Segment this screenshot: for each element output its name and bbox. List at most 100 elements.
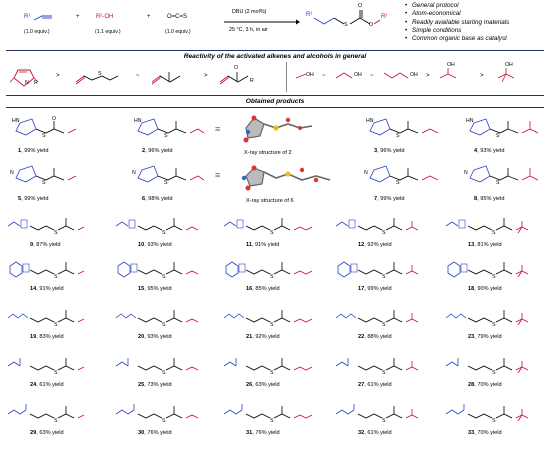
product-number: 11 <box>246 242 252 248</box>
atom-o: O <box>52 116 57 122</box>
phenylsulfone-thioester-structure <box>117 261 199 278</box>
product-label: 24, 61% yield <box>30 382 64 388</box>
product-label: 8, 95% yield <box>474 196 505 202</box>
xray-structure-2 <box>243 115 313 143</box>
atom-s: S <box>54 322 58 328</box>
methoxyester-thioester-structure <box>223 404 313 419</box>
product-yield: , 98% yield <box>145 196 173 202</box>
plus-1: + <box>76 14 80 20</box>
xray-caption: X-ray structure of 6 <box>246 198 294 204</box>
product-label: 33, 70% yield <box>468 430 502 436</box>
product-yield: , 99% yield <box>21 196 49 202</box>
product-number: 3 <box>374 148 378 154</box>
atom-n: N <box>464 170 468 176</box>
sulfone-s: S <box>98 71 102 77</box>
product-number: 9 <box>30 242 34 248</box>
feature-item: General protocol <box>405 2 509 11</box>
product-number: 25 <box>138 382 145 388</box>
product-label: 21, 92% yield <box>246 334 280 340</box>
ester-thioester-structure <box>445 358 529 374</box>
feature-item: Atom-economical <box>405 10 509 19</box>
product-yield: , 79% yield <box>474 334 502 340</box>
product-number: 31 <box>246 430 253 436</box>
product-number: 4 <box>474 148 478 154</box>
ethylsulfone-thioester-structure <box>7 218 85 231</box>
atom-s: S <box>492 322 496 328</box>
n-methylsuccinimide-ring <box>469 165 539 183</box>
product-yield: , 76% yield <box>252 430 280 436</box>
product-number: 18 <box>468 286 475 292</box>
product-yield: , 90% yield <box>474 286 502 292</box>
product-label: 1, 99% yield <box>18 148 49 154</box>
product-yield: , 96% yield <box>145 148 173 154</box>
product-yield: , 70% yield <box>474 430 502 436</box>
oh-label: OH <box>410 72 418 78</box>
product-label: 25, 73% yield <box>138 382 172 388</box>
atom-s: S <box>270 230 274 236</box>
product-yield: , 99% yield <box>377 196 405 202</box>
product-number: 13 <box>468 242 475 248</box>
methoxyester-thioester-structure <box>115 404 199 419</box>
product-number: 29 <box>30 430 37 436</box>
product-label: 13, 81% yield <box>468 242 502 248</box>
product-o-carbonyl: O <box>358 3 363 9</box>
atom-s: S <box>162 274 166 280</box>
equivalence-sign: ≡ <box>215 124 221 134</box>
atom-s: S <box>496 180 500 186</box>
product-label: 3, 96% yield <box>374 148 405 154</box>
product-label: 18, 90% yield <box>468 286 502 292</box>
succinimide-ring <box>137 118 205 136</box>
product-yield: , 93% yield <box>144 242 172 248</box>
propanol-structure <box>383 72 409 79</box>
ethanol-structure <box>335 72 353 79</box>
atom-s: S <box>162 418 166 424</box>
ester-thioester-structure <box>335 358 419 371</box>
atom-s: S <box>162 322 166 328</box>
product-o-ester: O <box>369 22 374 28</box>
product-yield: , 88% yield <box>364 334 392 340</box>
product-number: 21 <box>246 334 253 340</box>
feature-list: General protocol Atom-economical Readily… <box>405 2 509 44</box>
product-number: 26 <box>246 382 253 388</box>
product-yield: , 93% yield <box>477 148 505 154</box>
atom-n: N <box>132 170 136 176</box>
atom-s: S <box>492 418 496 424</box>
n-methylsuccinimide-ring <box>15 165 77 183</box>
product-label: 31, 76% yield <box>246 430 280 436</box>
product-yield: , 95% yield <box>477 196 505 202</box>
alkylchain-thioester-structure <box>223 310 313 323</box>
product-label: 32, 61% yield <box>358 430 392 436</box>
atom-n: N <box>364 170 368 176</box>
isopropanol-structure <box>439 68 457 79</box>
product-yield: , 81% yield <box>474 242 502 248</box>
product-label: 6, 98% yield <box>142 196 173 202</box>
atom-s: S <box>382 322 386 328</box>
alkylchain-thioester-structure <box>7 310 85 323</box>
conditions-label: 25 °C, 3 h, in air <box>229 27 268 33</box>
product-number: 5 <box>18 196 22 202</box>
atom-s: S <box>54 230 58 236</box>
product-label: 5, 99% yield <box>18 196 49 202</box>
product-label: 9, 87% yield <box>30 242 61 248</box>
alcohol-equiv: (1.1 equiv.) <box>95 29 121 35</box>
atom-s: S <box>270 322 274 328</box>
oh-label: OH <box>447 62 455 68</box>
atom-s: S <box>382 370 386 376</box>
product-yield: , 91% yield <box>36 286 64 292</box>
product-number: 27 <box>358 382 365 388</box>
product-yield: , 73% yield <box>144 382 172 388</box>
product-yield: , 63% yield <box>252 382 280 388</box>
product-yield: , 61% yield <box>364 382 392 388</box>
product-number: 22 <box>358 334 365 340</box>
product-yield: , 61% yield <box>36 382 64 388</box>
ethylsulfone-thioester-structure <box>335 218 419 231</box>
divider <box>6 95 544 96</box>
product-yield: , 63% yield <box>36 430 64 436</box>
cos-equiv: (1.0 equiv.) <box>165 29 191 35</box>
product-label: 17, 99% yield <box>358 286 392 292</box>
product-yield: , 91% yield <box>251 242 280 248</box>
atom-s: S <box>396 133 400 139</box>
atom-s: S <box>164 133 168 139</box>
product-number: 20 <box>138 334 145 340</box>
feature-item: Readily available starting materials <box>405 19 509 28</box>
